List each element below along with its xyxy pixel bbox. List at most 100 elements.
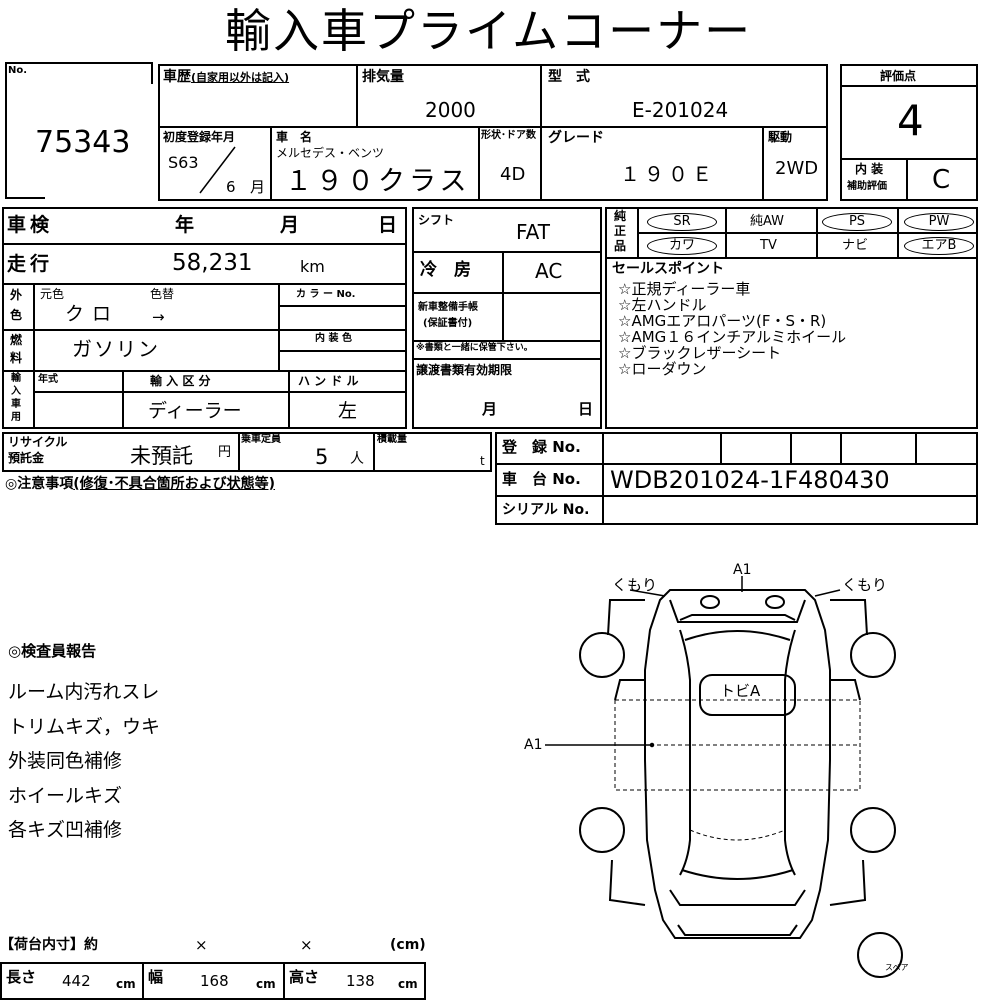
mileage-label: 走行: [7, 253, 54, 275]
registration-label: 登 録 No.: [502, 438, 581, 456]
genuine-aw: 純AW: [750, 214, 785, 229]
sales-item: ☆左ハンドル: [618, 296, 707, 314]
maintenance-note: ※書類と一緒に保管下さい。: [416, 343, 533, 353]
recycle-unit: 円: [218, 445, 232, 460]
import-label-3: 車: [11, 399, 21, 410]
orig-color-value: クロ: [65, 303, 120, 325]
roof-label: トビA: [720, 682, 761, 700]
inspector-list: ルーム内汚れスレ トリムキズ，ウキ 外装同色補修 ホイールキズ 各キズ凹補修: [8, 675, 160, 848]
car-maker: メルセデス・ベンツ: [276, 146, 385, 160]
capacity-value: 5: [315, 445, 329, 469]
capacity-label: 乗車定員: [241, 434, 281, 445]
car-name-value: １９０クラス: [285, 166, 471, 197]
genuine-airbag: エアB: [904, 237, 974, 255]
handle-label: ハ ン ド ル: [298, 374, 359, 388]
doors-label: 形状･ドア数: [481, 130, 536, 141]
drive-value: 2WD: [775, 158, 819, 179]
genuine-tv: TV: [760, 238, 777, 253]
recycle-label-2: 預託金: [8, 451, 45, 465]
first-reg-month-unit: 月: [250, 178, 266, 196]
cargo-height: 138: [346, 972, 375, 990]
first-reg-month: 6: [226, 178, 236, 196]
a1-left-label: A1: [524, 737, 543, 753]
maintenance-label-1: 新車整備手帳: [418, 302, 478, 313]
genuine-label-3: 品: [614, 239, 627, 253]
change-color-value: →: [152, 308, 165, 326]
sales-item: ☆正規ディーラー車: [618, 280, 751, 298]
drive-label: 駆動: [768, 130, 793, 144]
cargo-length: 442: [62, 972, 91, 990]
rating-label: 評価点: [880, 69, 917, 83]
cargo-height-label: 高さ: [289, 968, 320, 986]
color-code-label: カ ラ ー No.: [296, 289, 356, 300]
serial-label: シリアル No.: [502, 502, 590, 518]
rating-value: 4: [897, 96, 924, 145]
fuel-value: ガソリン: [72, 337, 160, 361]
genuine-label-2: 正: [614, 224, 627, 238]
import-type-value: ディーラー: [148, 400, 242, 422]
inspector-line: 外装同色補修: [8, 750, 123, 772]
orig-color-label: 元色: [40, 287, 65, 301]
cargo-width-label: 幅: [148, 968, 164, 986]
color-label-2: 色: [10, 308, 23, 322]
inspection-label: 車検: [7, 214, 54, 236]
genuine-label-1: 純: [614, 209, 627, 223]
cargo-width: 168: [200, 972, 229, 990]
handle-value: 左: [338, 400, 358, 422]
inspector-line: ルーム内汚れスレ: [8, 681, 160, 703]
import-label-1: 輸: [11, 373, 21, 384]
interior-color-label: 内 装 色: [315, 333, 352, 344]
cargo-title: 【荷台内寸】約: [0, 937, 98, 953]
a1-top-label: A1: [733, 562, 752, 578]
load-label: 積載量: [377, 434, 407, 445]
import-year-label: 年式: [38, 374, 58, 385]
inspector-line: 各キズ凹補修: [8, 819, 123, 841]
chassis-value: WDB201024-1F480430: [610, 466, 890, 494]
first-reg-label: 初度登録年月: [163, 130, 236, 144]
vehicle-info-box: [158, 64, 828, 201]
car-name-label: 車 名: [276, 130, 313, 144]
shift-box: [412, 207, 602, 429]
genuine-sales-box: [605, 207, 978, 429]
cargo-box: [0, 962, 426, 1000]
recycle-value: 未預託: [130, 444, 193, 468]
spare-label: スペア: [885, 963, 909, 972]
interior-rating-label: 内 装: [855, 162, 884, 176]
inspection-day: 日: [378, 214, 398, 236]
history-label: 車歴(自家用以外は記入): [163, 69, 290, 85]
capacity-unit: 人: [350, 451, 364, 467]
sales-item: ☆AMGエアロパーツ(F・S・R): [618, 312, 827, 330]
load-unit: t: [480, 454, 485, 468]
sales-label: セールスポイント: [612, 261, 724, 277]
interior-rating-label-2: 補助評価: [847, 181, 887, 192]
model-value: E-201024: [632, 98, 729, 122]
fuel-label-2: 料: [10, 351, 23, 365]
transfer-month: 月: [482, 400, 498, 418]
genuine-leather: カワ: [647, 237, 717, 255]
grade-label: グレード: [548, 130, 604, 146]
interior-rating-value: C: [932, 165, 951, 195]
import-label-4: 用: [11, 412, 21, 423]
no-label: No.: [8, 65, 28, 76]
color-label-1: 外: [10, 288, 23, 302]
genuine-navi: ナビ: [842, 238, 869, 253]
first-reg-era: S63: [168, 153, 199, 172]
cargo-width-unit: cm: [256, 977, 276, 991]
chassis-label: 車 台 No.: [502, 470, 581, 488]
sales-item: ☆ブラックレザーシート: [618, 344, 782, 362]
cargo-x2: ×: [300, 936, 313, 954]
mileage-unit: km: [300, 257, 325, 276]
cargo-unit: (cm): [390, 937, 426, 953]
displacement-label: 排気量: [362, 69, 404, 85]
import-type-label: 輸 入 区 分: [150, 374, 211, 388]
inspection-year: 年: [175, 214, 195, 236]
date-slash: [199, 146, 236, 194]
rating-box: [840, 64, 978, 201]
details-box: [2, 207, 407, 429]
fog-left-label: くもり: [612, 576, 658, 594]
doors-value: 4D: [500, 164, 526, 185]
cargo-height-unit: cm: [398, 977, 418, 991]
fog-right-label: くもり: [842, 576, 888, 594]
change-color-label: 色替: [150, 287, 175, 301]
no-box-frame: [5, 62, 153, 199]
